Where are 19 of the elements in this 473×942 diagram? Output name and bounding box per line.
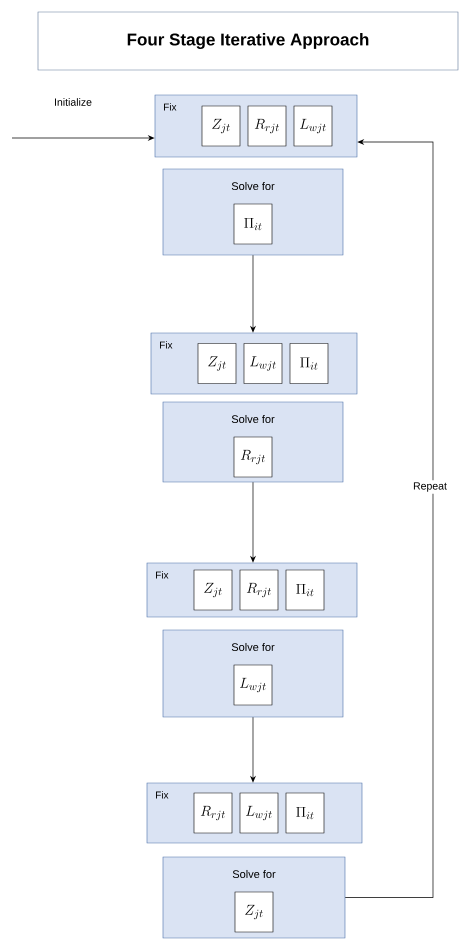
variable-box: $\Pi_{it}$ bbox=[286, 570, 324, 610]
variable-box: $L_{wjt}$ bbox=[294, 106, 332, 146]
variable-box: $L_{wjt}$ bbox=[240, 792, 278, 834]
variable-box: $R_{rjt}$ bbox=[248, 106, 286, 146]
edge-label: Repeat bbox=[411, 480, 449, 494]
variable-box: $Z_{jt}$ bbox=[234, 892, 274, 932]
variable-box: $R_{rjt}$ bbox=[194, 792, 232, 834]
variable-box: $L_{wjt}$ bbox=[234, 664, 272, 706]
variable-box: $Z_{jt}$ bbox=[194, 570, 232, 610]
variable-box: $\Pi_{it}$ bbox=[290, 343, 328, 384]
variable-box: $Z_{jt}$ bbox=[198, 343, 236, 384]
variable-box: $L_{wjt}$ bbox=[244, 343, 282, 384]
variable-box: $R_{rjt}$ bbox=[234, 436, 272, 478]
variable-box: $Z_{jt}$ bbox=[202, 106, 240, 146]
title-box: Four Stage Iterative Approach bbox=[38, 12, 458, 70]
edge-label: Initialize bbox=[55, 98, 92, 106]
variable-box: $\Pi_{it}$ bbox=[286, 792, 324, 834]
variable-box: $R_{rjt}$ bbox=[240, 570, 278, 610]
variable-box: $\Pi_{it}$ bbox=[234, 204, 272, 244]
